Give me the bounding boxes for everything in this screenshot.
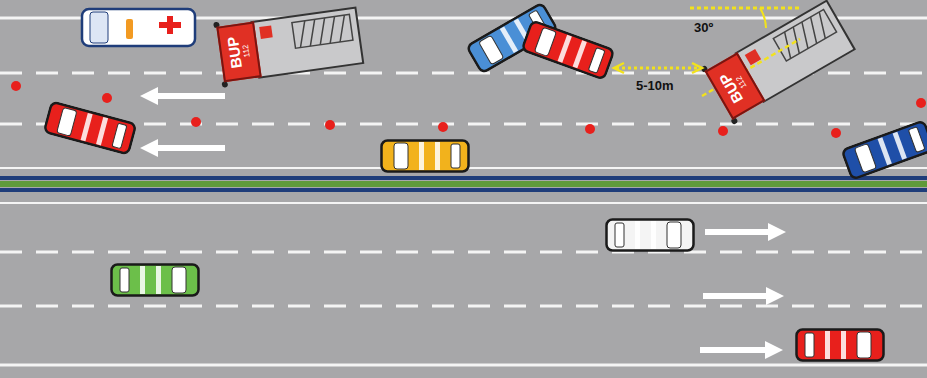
truck-marking: BUP <box>224 36 243 69</box>
cab-marking: BUP112 <box>224 35 252 70</box>
distance-label: 5-10m <box>636 78 674 93</box>
cab-marking: BUP112 <box>717 66 754 105</box>
emergency-number: 112 <box>241 44 252 58</box>
angle-label: 30º <box>694 20 713 35</box>
fire-truck-cab: BUP112 <box>216 22 261 83</box>
